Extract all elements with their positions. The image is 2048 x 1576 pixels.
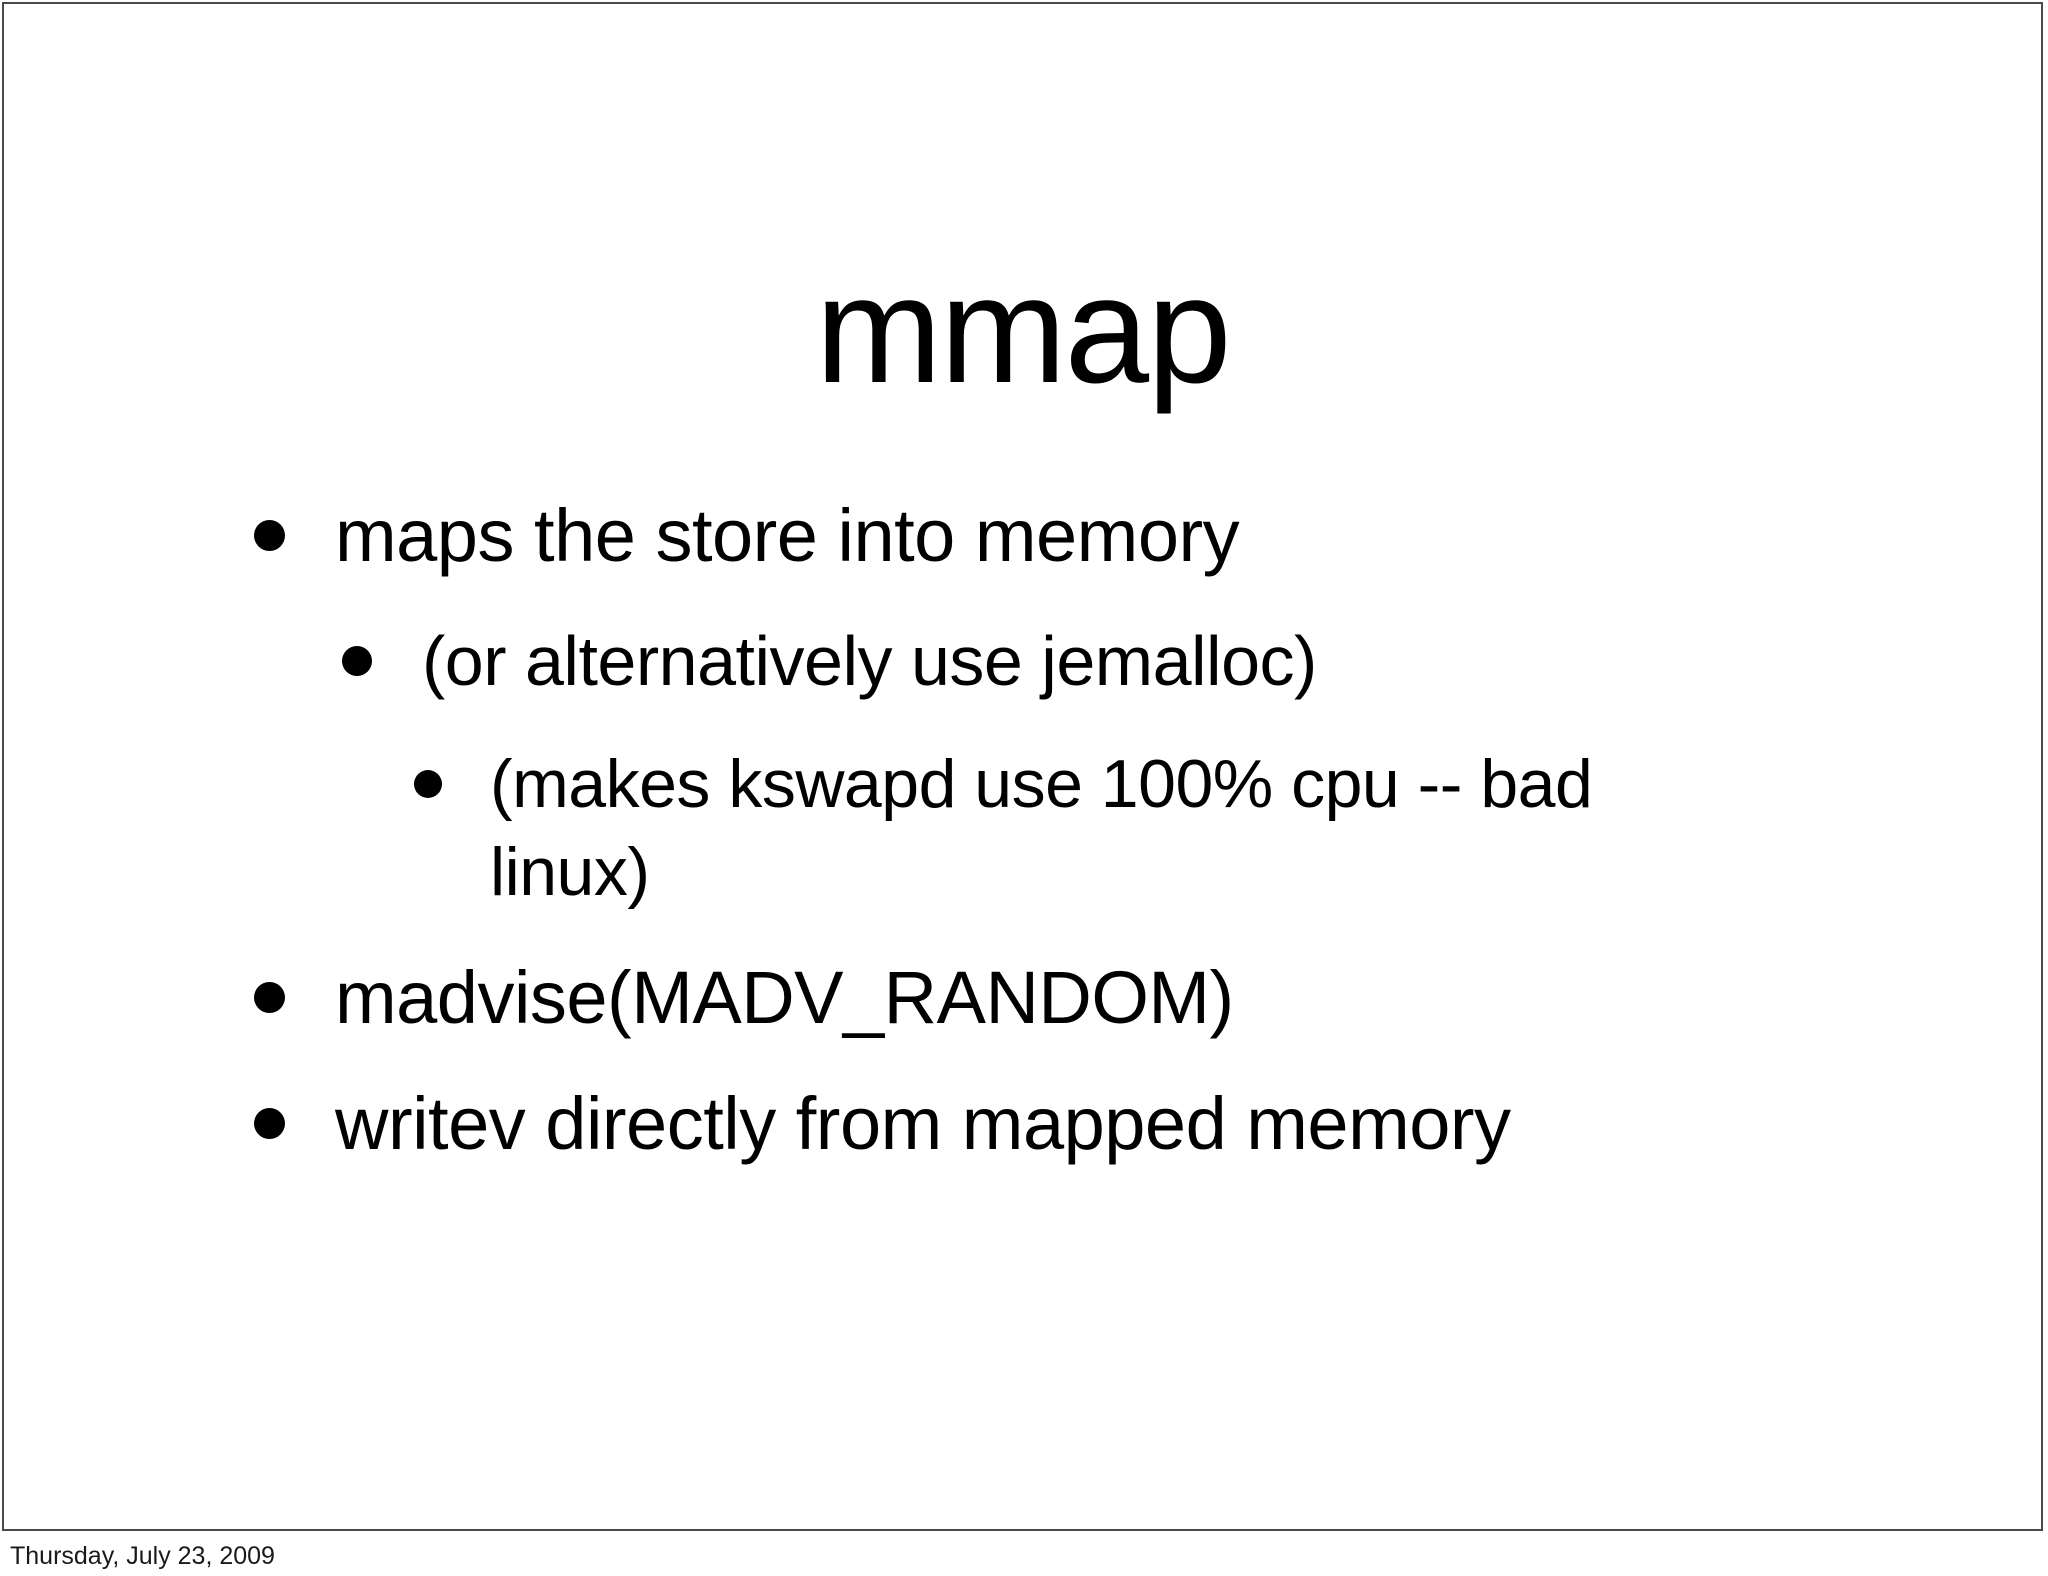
bullet-list: maps the store into memory (or alternati…	[254, 490, 1814, 1204]
list-item: writev directly from mapped memory	[254, 1078, 1814, 1170]
bullet-dot-icon	[254, 1108, 285, 1139]
presentation-slide: mmap maps the store into memory (or alte…	[2, 2, 2043, 1531]
list-item-label: maps the store into memory	[335, 494, 1240, 577]
list-item-label: (makes kswapd use 100% cpu -- bad linux)	[490, 746, 1593, 910]
bullet-dot-icon	[342, 646, 372, 676]
bullet-dot-icon	[414, 770, 442, 798]
footer-date: Thursday, July 23, 2009	[10, 1542, 275, 1570]
list-item-label: writev directly from mapped memory	[335, 1082, 1511, 1165]
list-item-label: (or alternatively use jemalloc)	[422, 622, 1317, 700]
bullet-dot-icon	[254, 982, 285, 1013]
list-item-label: madvise(MADV_RANDOM)	[335, 956, 1234, 1039]
list-item: madvise(MADV_RANDOM)	[254, 952, 1814, 1044]
list-item: (or alternatively use jemalloc)	[342, 616, 1814, 706]
slide-title: mmap	[815, 244, 1231, 415]
list-item: (makes kswapd use 100% cpu -- bad linux)	[414, 740, 1814, 916]
list-item: maps the store into memory	[254, 490, 1814, 582]
bullet-dot-icon	[254, 520, 285, 551]
